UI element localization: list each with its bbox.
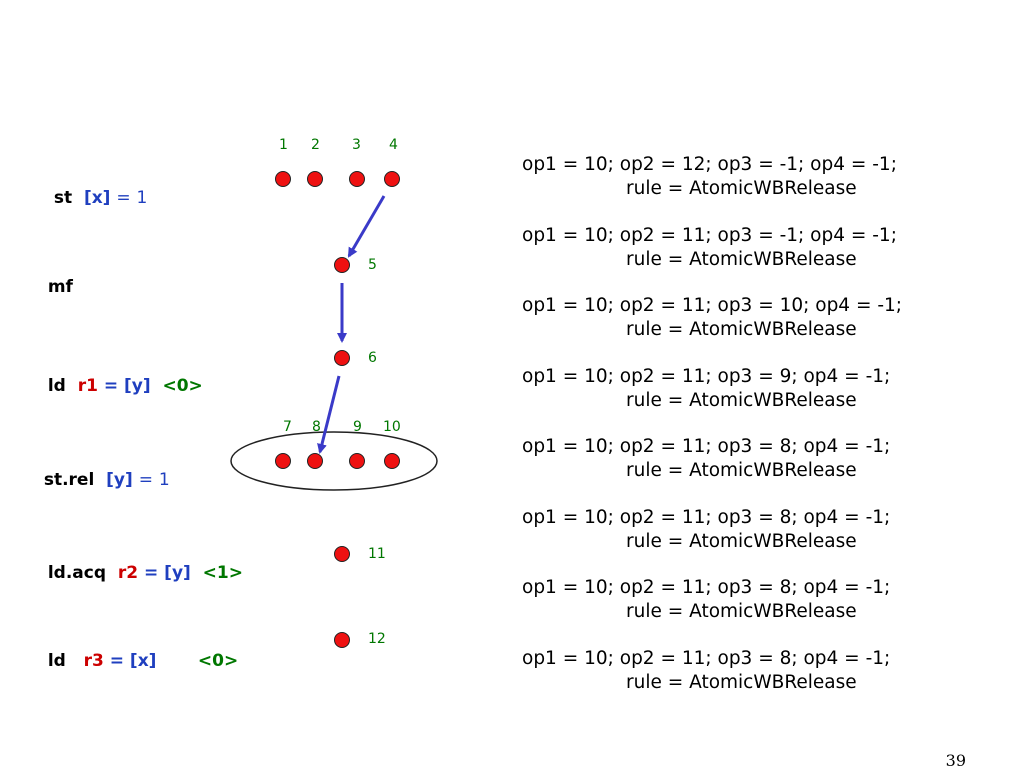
node-8 xyxy=(307,453,323,469)
node-label-6: 6 xyxy=(368,350,377,366)
rule-entry: op1 = 10; op2 = 11; op3 = 9; op4 = -1; r… xyxy=(522,365,890,413)
node-label-7: 7 xyxy=(283,419,292,435)
rule-name: rule = AtomicWBRelease xyxy=(626,178,857,199)
instruction-ld-r1: ld r1 = [y] <0> xyxy=(36,356,203,396)
node-label-12: 12 xyxy=(368,631,386,647)
page-number: 39 xyxy=(945,751,966,770)
node-11 xyxy=(334,546,350,562)
edge-6-to-8-arrow xyxy=(317,375,341,454)
instruction-ld-acq: ld.acq r2 = [y] <1> xyxy=(36,543,243,583)
rule-name: rule = AtomicWBRelease xyxy=(626,601,857,622)
instruction-mf: mf xyxy=(36,257,73,297)
rule-name: rule = AtomicWBRelease xyxy=(626,460,857,481)
rule-name: rule = AtomicWBRelease xyxy=(626,672,857,693)
equals-sign: = xyxy=(116,188,131,208)
rule-entry: op1 = 10; op2 = 11; op3 = 8; op4 = -1; r… xyxy=(522,435,890,483)
node-label-11: 11 xyxy=(368,546,386,562)
opcode: st.rel xyxy=(43,470,95,490)
node-4 xyxy=(384,171,400,187)
instruction-st-rel: st.rel [y] = 1 xyxy=(32,450,170,490)
rule-name: rule = AtomicWBRelease xyxy=(626,249,857,270)
rule-name: rule = AtomicWBRelease xyxy=(626,390,857,411)
memory-operand: [y] xyxy=(164,563,191,583)
node-label-5: 5 xyxy=(368,257,377,273)
instruction-ld-r3: ld r3 = [x] <0> xyxy=(36,631,238,671)
memory-operand: [x] xyxy=(83,188,111,208)
rule-ops: op1 = 10; op2 = 11; op3 = 9; op4 = -1; xyxy=(522,366,891,387)
rule-entry: op1 = 10; op2 = 12; op3 = -1; op4 = -1; … xyxy=(522,153,897,201)
rule-ops: op1 = 10; op2 = 11; op3 = -1; op4 = -1; xyxy=(522,225,897,246)
rule-entry: op1 = 10; op2 = 11; op3 = 8; op4 = -1; r… xyxy=(522,647,890,695)
opcode: ld xyxy=(47,376,66,396)
memory-operand: [x] xyxy=(129,651,157,671)
memory-operand: [y] xyxy=(106,470,133,490)
rule-entry: op1 = 10; op2 = 11; op3 = 8; op4 = -1; r… xyxy=(522,576,890,624)
equals-sign: = xyxy=(109,651,124,671)
observed-value: <0> xyxy=(162,376,203,396)
rule-ops: op1 = 10; op2 = 11; op3 = 8; op4 = -1; xyxy=(522,577,891,598)
node-label-9: 9 xyxy=(353,419,362,435)
node-1 xyxy=(275,171,291,187)
node-6 xyxy=(334,350,350,366)
node-label-4: 4 xyxy=(389,137,398,153)
rule-name: rule = AtomicWBRelease xyxy=(626,531,857,552)
equals-sign: = xyxy=(144,563,159,583)
register: r2 xyxy=(117,563,139,583)
observed-value: <1> xyxy=(202,563,243,583)
opcode: mf xyxy=(47,277,73,297)
node-2 xyxy=(307,171,323,187)
register: r3 xyxy=(83,651,104,671)
equals-sign: = xyxy=(138,470,153,490)
register: r1 xyxy=(77,376,98,396)
rule-name: rule = AtomicWBRelease xyxy=(626,319,857,340)
node-label-10: 10 xyxy=(383,419,401,435)
node-3 xyxy=(349,171,365,187)
node-label-2: 2 xyxy=(311,137,320,153)
opcode: ld.acq xyxy=(47,563,107,583)
rule-ops: op1 = 10; op2 = 11; op3 = 8; op4 = -1; xyxy=(522,648,891,669)
opcode: st xyxy=(53,188,73,208)
node-10 xyxy=(384,453,400,469)
rule-ops: op1 = 10; op2 = 11; op3 = 8; op4 = -1; xyxy=(522,436,891,457)
node-label-3: 3 xyxy=(352,137,361,153)
node-9 xyxy=(349,453,365,469)
opcode: ld xyxy=(47,651,66,671)
instruction-st-x: st [x] = 1 xyxy=(42,168,148,208)
edge-4-to-5-arrow xyxy=(347,195,386,258)
rule-entry: op1 = 10; op2 = 11; op3 = 8; op4 = -1; r… xyxy=(522,506,890,554)
store-value: 1 xyxy=(136,188,148,208)
rule-ops: op1 = 10; op2 = 12; op3 = -1; op4 = -1; xyxy=(522,154,897,175)
memory-operand: [y] xyxy=(124,376,151,396)
rule-ops: op1 = 10; op2 = 11; op3 = 8; op4 = -1; xyxy=(522,507,891,528)
equals-sign: = xyxy=(103,376,119,396)
node-label-8: 8 xyxy=(312,419,321,435)
rule-entry: op1 = 10; op2 = 11; op3 = 10; op4 = -1; … xyxy=(522,294,902,342)
node-7 xyxy=(275,453,291,469)
node-label-1: 1 xyxy=(279,137,288,153)
store-value: 1 xyxy=(158,470,170,490)
node-5 xyxy=(334,257,350,273)
rule-entry: op1 = 10; op2 = 11; op3 = -1; op4 = -1; … xyxy=(522,224,897,272)
release-group-ellipse xyxy=(230,431,438,491)
observed-value: <0> xyxy=(197,651,239,671)
rule-ops: op1 = 10; op2 = 11; op3 = 10; op4 = -1; xyxy=(522,295,903,316)
node-12 xyxy=(334,632,350,648)
